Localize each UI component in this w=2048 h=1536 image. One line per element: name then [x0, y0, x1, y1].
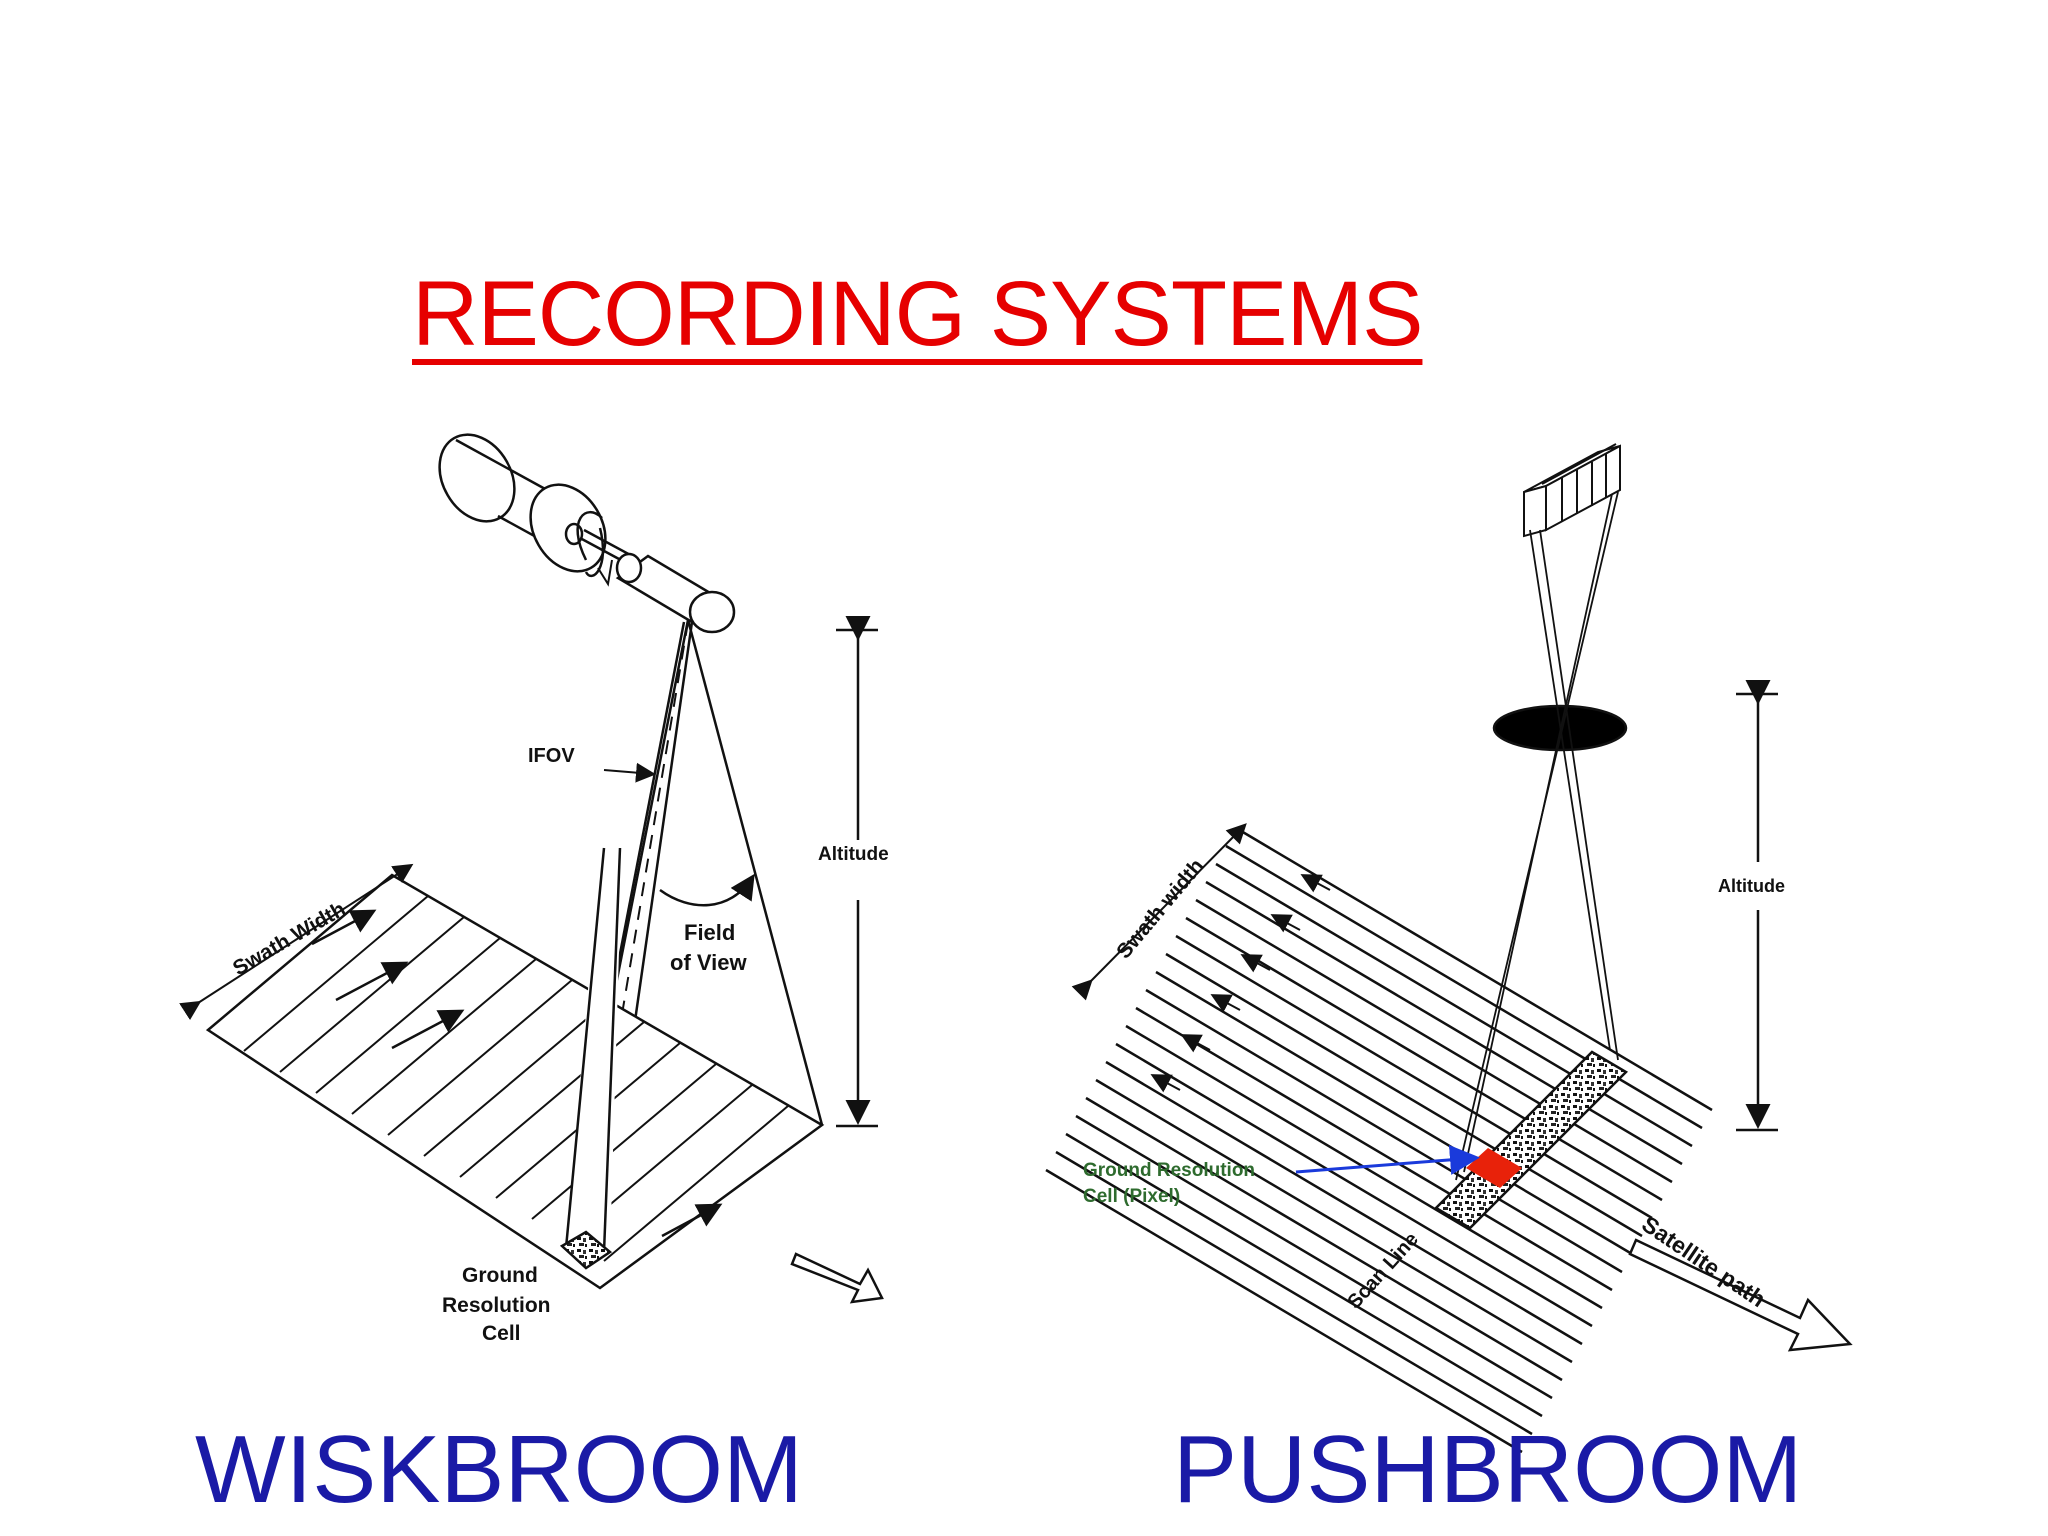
whiskbroom-caption: WISKBROOM: [195, 1416, 804, 1523]
pixel-pointer-arrow: [1295, 1144, 1480, 1175]
scan-line-label: Scan Line: [1343, 1228, 1423, 1313]
ground-resolution-cell-label-line2: Resolution: [442, 1294, 551, 1317]
pixel-label-line1: Ground Resolution: [1083, 1160, 1255, 1181]
whiskbroom-diagram: [179, 433, 884, 1304]
scan-mirror: [615, 552, 736, 634]
pushbroom-altitude-label: Altitude: [1718, 876, 1785, 896]
ground-resolution-cell-label-line3: Cell: [482, 1322, 521, 1345]
ifov-label: IFOV: [528, 745, 575, 767]
field-of-view-label-line1: Field: [684, 920, 735, 945]
slide-title: RECORDING SYSTEMS: [412, 263, 1423, 365]
pushbroom-diagram: [1045, 443, 1853, 1454]
scanner-cylinder: [438, 433, 637, 573]
whiskbroom-altitude-label: Altitude: [818, 844, 889, 865]
ground-resolution-cell-label-line1: Ground: [462, 1264, 538, 1287]
pushbroom-caption: PUSHBROOM: [1173, 1416, 1803, 1523]
field-of-view-label-line2: of View: [670, 950, 748, 975]
ground-resolution-cell: [559, 1230, 613, 1270]
highlight-pixel: [1466, 1148, 1522, 1188]
pixel-label-line2: Cell (Pixel): [1083, 1186, 1180, 1207]
detector-array: [1523, 443, 1621, 538]
